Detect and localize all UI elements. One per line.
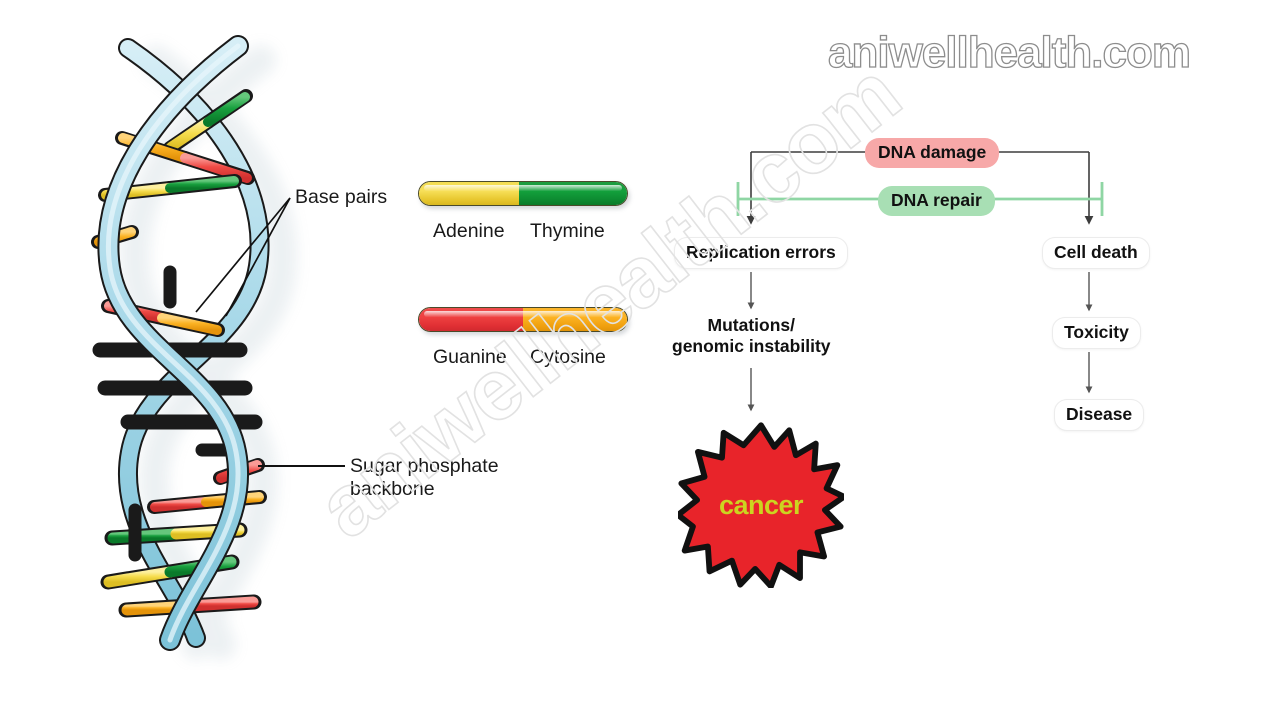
label-sugar-phosphate-backbone: Sugar phosphate backbone bbox=[350, 455, 499, 500]
node-toxicity[interactable]: Toxicity bbox=[1052, 317, 1141, 349]
label-base-pairs: Base pairs bbox=[295, 186, 388, 208]
node-dna-repair[interactable]: DNA repair bbox=[878, 186, 995, 216]
dna-double-helix-illustration bbox=[50, 10, 350, 670]
base-pair-bar-adenine-thymine bbox=[418, 181, 628, 206]
base-pair-bar-guanine-cytosine bbox=[418, 307, 628, 332]
bar-half-guanine bbox=[419, 308, 523, 331]
bar-half-cytosine bbox=[523, 308, 627, 331]
node-replication-errors[interactable]: Replication errors bbox=[674, 237, 848, 269]
node-mutations-genomic-instability: Mutations/ genomic instability bbox=[672, 315, 831, 356]
legend-names-guanine-cytosine: Guanine Cytosine bbox=[418, 346, 636, 369]
legend-adenine-thymine: Adenine Thymine bbox=[418, 181, 636, 243]
cancer-starburst-icon bbox=[678, 422, 844, 588]
node-dna-damage[interactable]: DNA damage bbox=[865, 138, 1000, 168]
legend-label-guanine: Guanine bbox=[433, 346, 507, 368]
legend-label-thymine: Thymine bbox=[530, 220, 605, 242]
node-cell-death[interactable]: Cell death bbox=[1042, 237, 1150, 269]
node-disease[interactable]: Disease bbox=[1054, 399, 1145, 431]
watermark-top-right: aniwellhealth.com bbox=[827, 27, 1191, 77]
legend-guanine-cytosine: Guanine Cytosine bbox=[418, 307, 636, 369]
dna-damage-pathway-diagram: DNA damage DNA repair Replication errors… bbox=[660, 110, 1180, 610]
base-pair-rungs bbox=[91, 89, 267, 618]
bar-half-thymine bbox=[518, 182, 627, 205]
legend-label-cytosine: Cytosine bbox=[530, 346, 606, 368]
bar-half-adenine bbox=[419, 182, 519, 205]
legend-label-adenine: Adenine bbox=[433, 220, 505, 242]
helix-front-strand bbox=[97, 35, 249, 651]
legend-names-adenine-thymine: Adenine Thymine bbox=[418, 220, 636, 243]
dna-helix-svg bbox=[91, 35, 272, 651]
